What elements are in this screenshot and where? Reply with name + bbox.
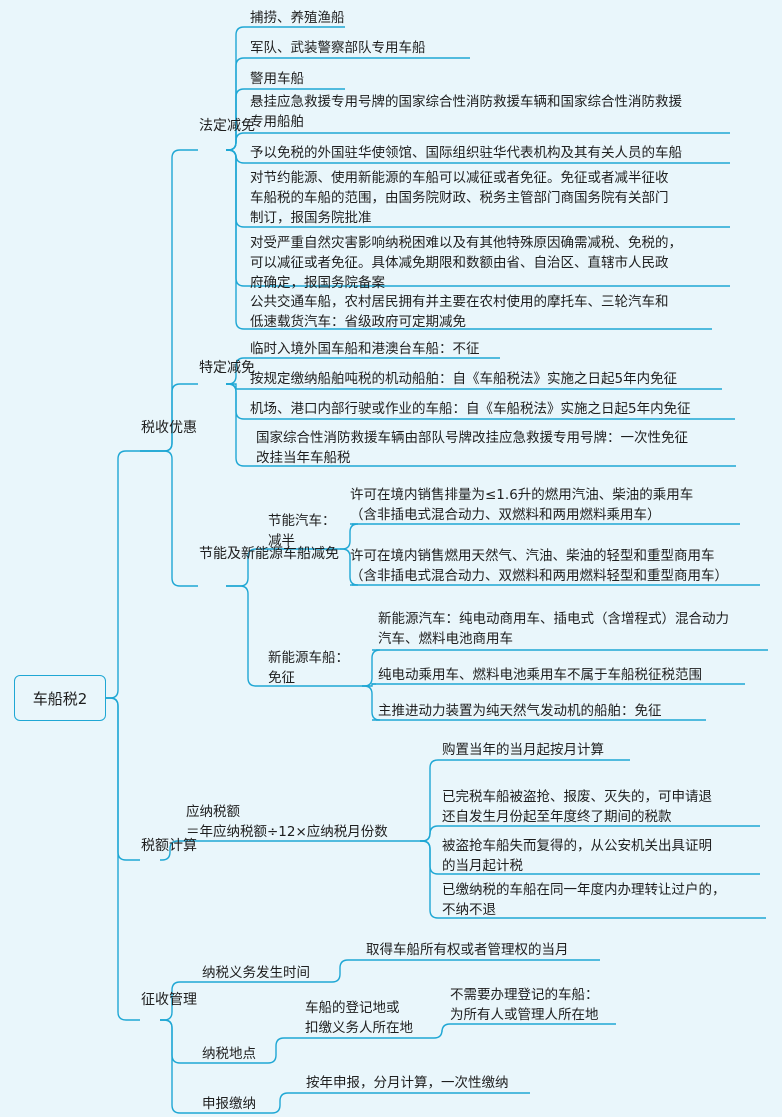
calc-items-connector — [420, 825, 440, 842]
statutory-item: 公共交通车船，农村居民拥有并主要在农村使用的摩托车、三轮汽车和 低速载货汽车：省… — [250, 294, 669, 330]
statutory-item: 予以免税的外国驻华使领馆、国际组织驻华代表机构及其有关人员的车船 — [250, 145, 682, 161]
sub-energy-saving: 节能汽车： 减半 — [268, 513, 336, 549]
duty-time: 纳税义务发生时间 — [202, 965, 310, 981]
statutory-item: 军队、武装警察部队专用车船 — [250, 40, 426, 56]
sub-energy: 节能及新能源车船减免 — [199, 546, 339, 562]
statutory-item: 警用车船 — [250, 71, 304, 87]
place2-connector — [432, 1023, 451, 1039]
sub-new-energy: 新能源车船： 免征 — [268, 650, 349, 686]
calc-item: 已缴纳税的车船在同一年度内办理转让过户的， 不纳不退 — [442, 882, 726, 918]
calc-item: 购置当年的当月起按月计算 — [442, 742, 604, 758]
place-registered: 车船的登记地或 扣缴义务人所在地 — [305, 1000, 413, 1036]
declare-item: 按年申报，分月计算，一次性缴纳 — [306, 1075, 509, 1091]
new-energy-item: 新能源汽车：纯电动商用车、插电式（含增程式）混合动力 汽车、燃料电池商用车 — [378, 611, 729, 647]
statutory-item: 捕捞、养殖渔船 — [250, 10, 345, 26]
energy-saving-item: 许可在境内销售燃用天然气、汽油、柴油的轻型和重型商用车 （含非插电式混合动力、双… — [350, 548, 728, 584]
collection-connector — [160, 1019, 200, 1114]
root-node: 车船税2 — [14, 675, 106, 721]
energy-connector — [226, 548, 268, 587]
specific-item: 按规定缴纳船舶吨税的机动船舶：自《车船税法》实施之日起5年内免征 — [250, 371, 678, 387]
calc-items-connector — [420, 759, 440, 842]
statutory-connector — [226, 149, 248, 287]
group-tax-calc: 税额计算 — [141, 838, 197, 854]
declare-item-connector — [270, 1092, 296, 1114]
duty-time-item: 取得车船所有权或者管理权的当月 — [366, 942, 569, 958]
duty-place: 纳税地点 — [202, 1046, 256, 1062]
benefit-connector — [140, 383, 198, 452]
new-energy-item: 纯电动乘用车、燃料电池乘用车不属于车船税征税范围 — [378, 667, 702, 683]
statutory-item: 悬挂应急救援专用号牌的国家综合性消防救援车辆和国家综合性消防救援 专用船舶 — [250, 94, 682, 130]
statutory-connector — [226, 149, 248, 330]
specific-item: 临时入境外国车船和港澳台车船：不征 — [250, 341, 480, 357]
statutory-connector — [226, 149, 248, 228]
calc-item: 被盗抢车船失而复得的，从公安机关出具证明 的当月起计税 — [442, 838, 712, 874]
calc-formula: 应纳税额 ＝年应纳税额÷12×应纳税月份数 — [186, 804, 388, 840]
declare: 申报缴纳 — [202, 1096, 256, 1112]
benefit-connector — [140, 149, 198, 452]
specific-connector — [226, 383, 248, 467]
root-connector — [106, 697, 140, 861]
energy-connector — [226, 585, 268, 687]
energy-saving-item: 许可在境内销售排量为≤1.6升的燃用汽油、柴油的乘用车 （含非插电式混合动力、双… — [350, 487, 694, 523]
specific-item: 机场、港口内部行驶或作业的车船：自《车船税法》实施之日起5年内免征 — [250, 401, 691, 417]
sub-specific: 特定减免 — [199, 360, 255, 376]
collection-connector — [160, 981, 200, 1021]
root-connector — [106, 697, 140, 1021]
statutory-item: 对节约能源、使用新能源的车船可以减征或者免征。免征或者减半征收 车船税的车船的范… — [250, 170, 669, 226]
group-tax-benefit: 税收优惠 — [141, 420, 197, 436]
root-label: 车船税2 — [32, 689, 88, 708]
new-energy-item: 主推进动力装置为纯天然气发动机的船舶：免征 — [378, 703, 662, 719]
root-connector — [106, 450, 140, 699]
group-collection: 征收管理 — [141, 992, 197, 1008]
collection-connector — [160, 1019, 200, 1064]
statutory-connector — [226, 132, 248, 151]
place-connector — [266, 1037, 296, 1064]
benefit-connector — [140, 450, 198, 587]
calc-connector — [160, 840, 186, 861]
calc-items-connector — [420, 840, 440, 919]
statutory-connector — [226, 149, 248, 164]
calc-item: 已完税车船被盗抢、报废、灭失的，可申请退 还自发生月份起至年度终了期间的税款 — [442, 789, 712, 825]
statutory-item: 对受严重自然灾害影响纳税困难以及有其他特殊原因确需减税、免税的， 可以减征或者免… — [250, 235, 682, 291]
place-unregistered: 不需要办理登记的车船： 为所有人或管理人所在地 — [450, 987, 599, 1023]
specific-item: 国家综合性消防救援车辆由部队号牌改挂应急救援专用号牌：一次性免征 改挂当年车船税 — [256, 430, 688, 466]
time-item-connector — [330, 959, 350, 983]
sub-statutory: 法定减免 — [199, 118, 255, 134]
